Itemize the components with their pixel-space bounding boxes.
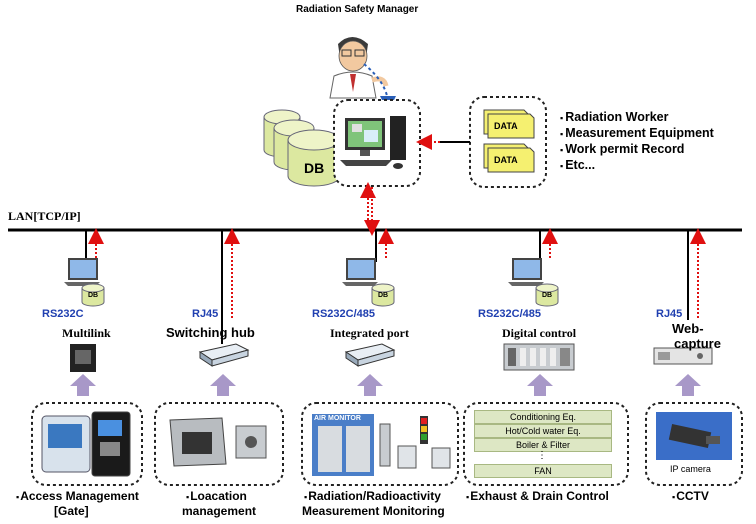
device-access: Multilink bbox=[62, 326, 111, 340]
web-capture-icon bbox=[653, 347, 713, 365]
device-cctv-line1: Web- bbox=[672, 321, 704, 336]
caption-exhaust: Exhaust & Drain Control bbox=[466, 489, 609, 504]
access-devices bbox=[41, 411, 131, 477]
caption-access-line1: Access Management bbox=[16, 489, 139, 504]
data-label-1: DATA bbox=[494, 121, 518, 131]
mini-db-label-radiation: DB bbox=[378, 292, 389, 299]
location-devices bbox=[169, 417, 267, 467]
digital-control-icon bbox=[503, 343, 575, 371]
mini-db-label-exhaust: DB bbox=[542, 292, 553, 299]
port-exhaust: RS232C/485 bbox=[478, 308, 541, 320]
port-cctv: RJ45 bbox=[656, 308, 683, 320]
data-docs bbox=[483, 109, 535, 173]
device-exhaust: Digital control bbox=[502, 326, 577, 340]
port-access: RS232C bbox=[42, 308, 84, 320]
equipment-ellipsis: ⋮ bbox=[537, 450, 547, 461]
manager-title: Radiation Safety Manager bbox=[296, 4, 419, 15]
uplink-arrows bbox=[88, 228, 706, 318]
caption-location-line2: management bbox=[182, 504, 257, 518]
info-item: Etc... bbox=[560, 158, 714, 174]
equipment-item: FAN bbox=[474, 464, 612, 478]
port-location: RJ45 bbox=[192, 308, 219, 320]
lan-label: LAN[TCP/IP] bbox=[8, 209, 81, 223]
mini-pc-access bbox=[64, 258, 105, 307]
caption-radiation-line1: Radiation/Radioactivity bbox=[304, 489, 441, 504]
info-list: Radiation Worker Measurement Equipment W… bbox=[560, 110, 714, 174]
device-cctv-line2: capture bbox=[674, 336, 721, 351]
caption-access-line2: [Gate] bbox=[54, 504, 89, 518]
integrated-port-icon bbox=[344, 343, 396, 367]
info-item: Radiation Worker bbox=[560, 110, 714, 126]
port-radiation: RS232C/485 bbox=[312, 308, 375, 320]
data-label-2: DATA bbox=[494, 155, 518, 165]
mini-pc-radiation bbox=[342, 258, 395, 307]
caption-radiation-line2: Measurement Monitoring bbox=[302, 504, 445, 518]
ip-camera-image bbox=[656, 412, 732, 460]
ip-camera-label: IP camera bbox=[670, 464, 711, 474]
caption-location-line1: Loacation bbox=[186, 489, 247, 504]
db-label: DB bbox=[304, 160, 325, 176]
equipment-item: Conditioning Eq. bbox=[474, 410, 612, 424]
input-arrows bbox=[70, 374, 701, 396]
switching-hub-icon bbox=[198, 343, 250, 367]
equipment-item: Boiler & Filter bbox=[474, 438, 612, 452]
multilink-device-icon bbox=[70, 344, 96, 372]
pc-icon bbox=[340, 116, 406, 169]
equipment-item: Hot/Cold water Eq. bbox=[474, 424, 612, 438]
radiation-devices bbox=[312, 414, 451, 476]
manager-figure bbox=[329, 37, 389, 99]
info-item: Measurement Equipment bbox=[560, 126, 714, 142]
caption-cctv: CCTV bbox=[672, 489, 709, 504]
device-radiation: Integrated port bbox=[330, 326, 409, 340]
mini-db-label-access: DB bbox=[88, 292, 99, 299]
device-location: Switching hub bbox=[166, 325, 255, 340]
branch-lines bbox=[85, 230, 689, 344]
mini-pc-exhaust bbox=[508, 258, 559, 307]
air-monitor-label: AIR MONITOR bbox=[314, 415, 361, 422]
db-cylinders bbox=[263, 109, 341, 187]
info-item: Work permit Record bbox=[560, 142, 714, 158]
